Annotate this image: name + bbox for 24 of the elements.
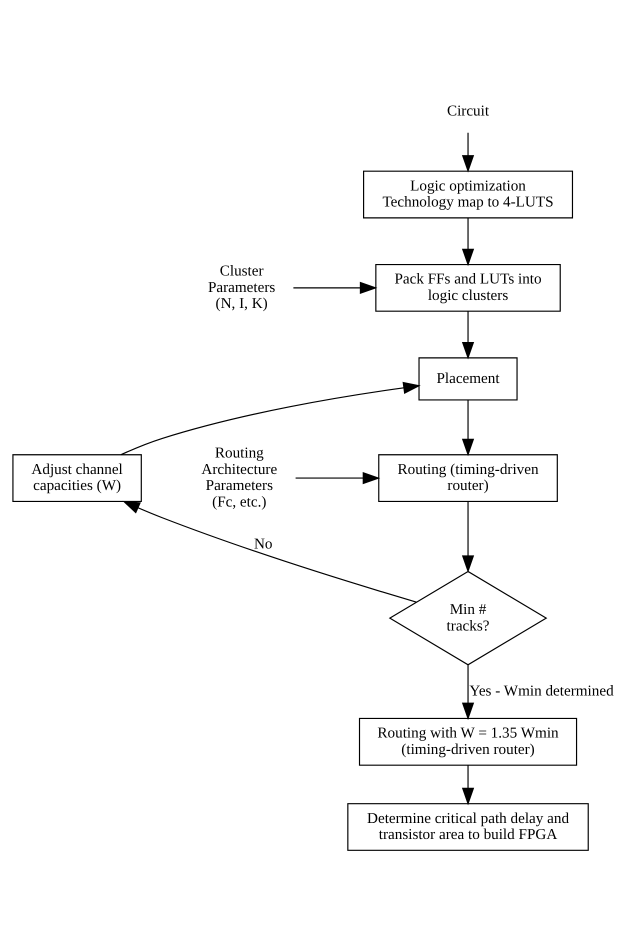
arrow [122,500,417,602]
node-box: Placement [418,356,518,400]
node-text: Routing Architecture Parameters (Fc, etc.) [201,444,278,510]
arrow [462,764,474,805]
arrow [120,381,421,455]
arrow [462,218,474,266]
arrow [462,400,474,456]
node-text: Circuit [446,102,490,120]
node-box: Determine critical path delay and transistor area to build FPGA [347,802,589,850]
edge-label: No [254,535,273,552]
node-box: Logic optimization Technology map to 4-LUTS [363,170,574,218]
node-box: Pack FFs and LUTs into logic clusters [375,263,561,312]
node-diamond: Min # tracks? [388,570,548,665]
node-box: Adjust channel capacities (W) [12,454,142,502]
arrow [293,281,378,294]
node-box: Routing with W = 1.35 Wmin (timing-driven router) [358,717,578,766]
arrow [462,132,474,172]
arrow [462,664,474,720]
edge-label: Yes - Wmin determined [469,682,614,700]
node-box: Routing (timing-driven router) [378,454,558,502]
arrow [462,501,474,572]
arrow [462,310,474,360]
arrow [296,471,380,484]
node-text: Cluster Parameters (N, I, K) [208,262,276,312]
